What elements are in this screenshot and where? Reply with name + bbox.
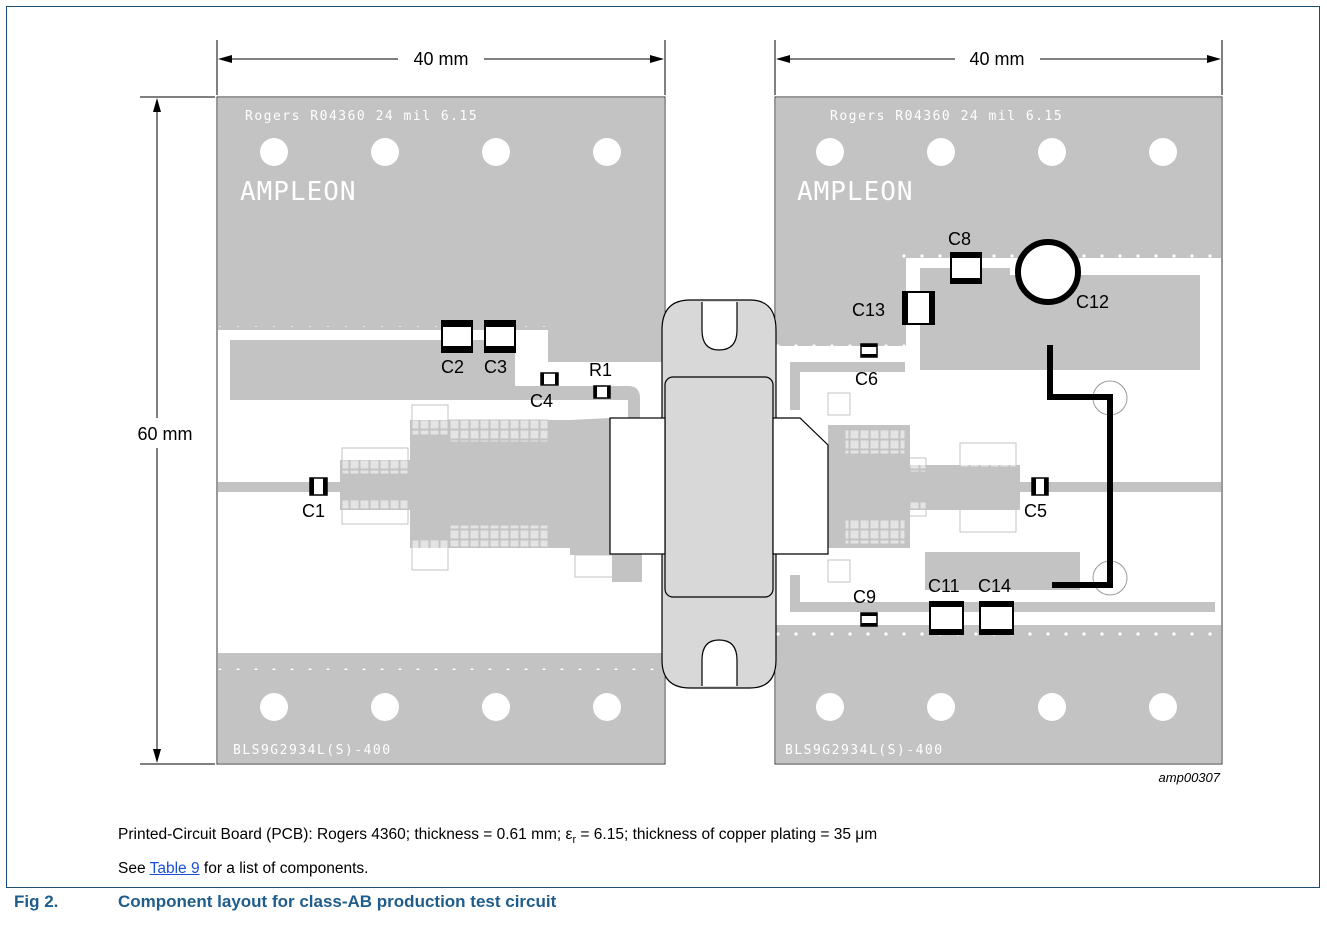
right-board-footer-text: BLS9G2934L(S)-400 [785, 743, 944, 758]
capacitor-c2 [441, 320, 473, 353]
left-mounting-holes [260, 138, 621, 721]
capacitor-c11 [929, 601, 964, 635]
right-output-line [1015, 482, 1221, 492]
pcb-layout-diagram: 40 mm 40 mm 60 mm [137, 40, 1223, 785]
caption-epsilon-subscript: r [572, 834, 577, 847]
capacitor-c9 [860, 612, 878, 627]
figure-frame [6, 6, 1320, 888]
label-c3: C3 [484, 357, 507, 377]
drawing-code: amp00307 [1159, 770, 1221, 785]
right-bias-wire [1047, 345, 1113, 588]
capacitor-c14 [979, 601, 1014, 635]
label-c6: C6 [855, 369, 878, 389]
label-c8: C8 [948, 229, 971, 249]
label-c13: C13 [852, 300, 885, 320]
capacitor-c3 [484, 320, 516, 353]
caption-pcb-specs: Printed-Circuit Board (PCB): Rogers 4360… [118, 826, 877, 846]
left-board-logo: AMPLEON [240, 177, 357, 207]
figure-caption: Fig 2. Component layout for class-AB prod… [14, 892, 556, 912]
dimension-width-left [216, 40, 666, 95]
left-board: Rogers R04360 24 mil 6.15 AMPLEON BLS9G2… [216, 96, 666, 765]
capacitor-c13 [902, 291, 935, 325]
right-board-logo: AMPLEON [797, 177, 914, 207]
left-top-ground-plane [218, 98, 664, 330]
label-c14: C14 [978, 576, 1011, 596]
right-bottom-ground-plane [776, 625, 1221, 763]
caption-see-prefix: See [118, 860, 150, 877]
resistor-r1 [593, 385, 611, 399]
left-input-line [218, 482, 348, 492]
label-c4: C4 [530, 391, 553, 411]
capacitor-c12 [1015, 239, 1081, 305]
capacitor-c4 [540, 372, 559, 386]
capacitor-c8 [950, 252, 982, 284]
label-c1: C1 [302, 501, 325, 521]
label-c12: C12 [1076, 292, 1109, 312]
transistor-package [609, 299, 829, 689]
caption-see-table: See Table 9 for a list of components. [118, 860, 368, 878]
capacitor-c6 [860, 343, 878, 358]
label-c5: C5 [1024, 501, 1047, 521]
capacitor-c5 [1031, 477, 1049, 496]
dimension-height [140, 96, 215, 765]
capacitor-c1 [309, 477, 328, 496]
caption-epsilon: ε [565, 826, 573, 843]
caption-see-suffix: for a list of components. [199, 860, 369, 877]
label-c9: C9 [853, 587, 876, 607]
caption-pcb-prefix: Printed-Circuit Board (PCB): Rogers 4360… [118, 826, 566, 843]
dimension-width-left-label: 40 mm [413, 49, 468, 69]
left-bottom-ground-plane [218, 653, 664, 763]
figure-title: Component layout for class-AB production… [118, 892, 557, 911]
figure-number: Fig 2. [14, 892, 59, 911]
right-mounting-holes [816, 138, 1177, 721]
right-board: Rogers R04360 24 mil 6.15 AMPLEON BLS9G2… [774, 96, 1223, 765]
table-9-link[interactable]: Table 9 [149, 860, 200, 877]
left-board-header-text: Rogers R04360 24 mil 6.15 [245, 109, 478, 124]
right-top-ground-plane [776, 98, 1221, 258]
right-board-header-text: Rogers R04360 24 mil 6.15 [830, 109, 1063, 124]
left-board-footer-text: BLS9G2934L(S)-400 [233, 743, 392, 758]
caption-pcb-suffix: = 6.15; thickness of copper plating = 35… [576, 826, 878, 843]
label-c11: C11 [928, 576, 960, 596]
label-r1: R1 [589, 360, 612, 380]
dimension-width-right [774, 40, 1223, 95]
dimension-width-right-label: 40 mm [969, 49, 1024, 69]
label-c2: C2 [441, 357, 464, 377]
dimension-height-label: 60 mm [137, 424, 192, 444]
